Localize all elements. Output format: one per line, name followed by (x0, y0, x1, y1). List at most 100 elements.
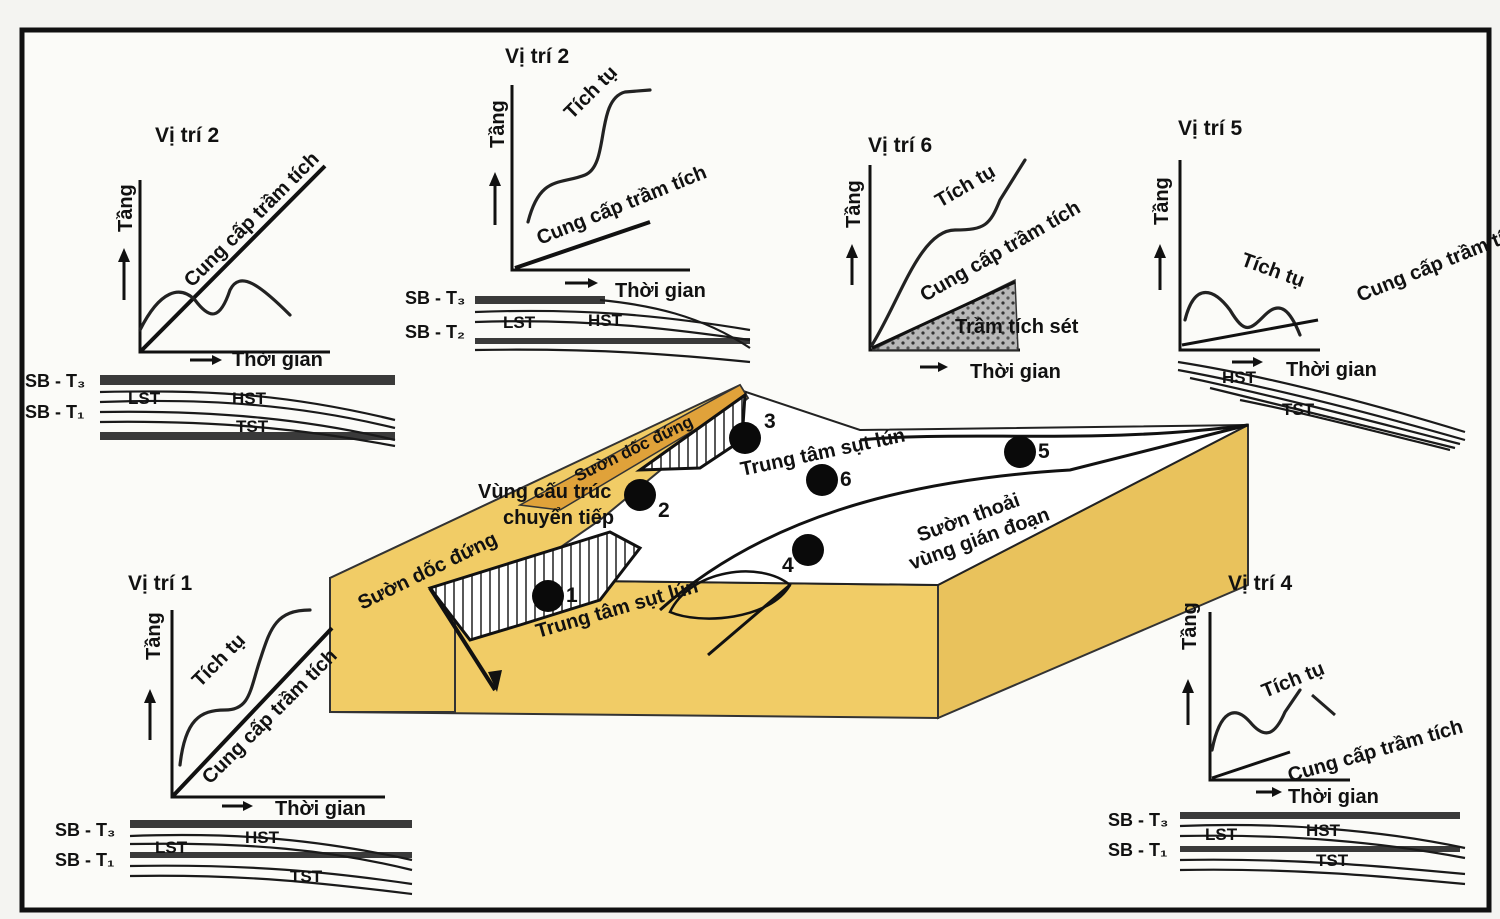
supply-line (138, 164, 327, 354)
stratum-line (474, 309, 751, 332)
accumulation-curve (138, 279, 292, 332)
fault-line-minor (707, 583, 791, 657)
tst-label: TST (1282, 400, 1315, 419)
site-label-3: 3 (764, 410, 776, 433)
stratum-line (599, 298, 751, 349)
panel-title: Vị trí 6 (868, 134, 932, 157)
y-arrow-head (118, 248, 130, 262)
panel-title: Vị trí 2 (505, 45, 569, 68)
lst-label: LST (155, 838, 188, 857)
site-dot-5 (1004, 436, 1036, 468)
stratum-line (1239, 398, 1451, 452)
site-dot-3 (729, 422, 761, 454)
x-axis-label: Thời gian (232, 349, 323, 371)
y-axis-label: Tầng (1179, 602, 1201, 650)
accumulation-curve (1183, 290, 1302, 337)
strata-section: SB - T₃ SB - T₁ LST HST TST (25, 371, 396, 448)
hst-label: HST (1306, 821, 1341, 840)
chart-axes (1208, 612, 1350, 782)
stratum-line (1177, 368, 1466, 442)
sb-band-upper (475, 296, 605, 304)
accumulation-curve (178, 608, 312, 767)
chart-axes (510, 85, 690, 272)
stratum-line (1179, 834, 1466, 860)
site-label-5: 5 (1038, 440, 1050, 463)
clay-label: Trầm tích sét (955, 316, 1079, 338)
y-arrow-head (144, 689, 156, 703)
site-label-1: 1 (566, 584, 578, 607)
panel-title: Vị trí 2 (155, 124, 219, 147)
lst-label: LST (128, 389, 161, 408)
tst-label: TST (1316, 851, 1349, 870)
supply-line (871, 280, 1016, 350)
sb-band-upper (130, 820, 412, 828)
stratum-line (129, 833, 413, 862)
chart-axes (1178, 160, 1320, 352)
sb-band-lower (100, 432, 395, 440)
y-arrow-head (489, 172, 501, 186)
lst-label: LST (503, 313, 536, 332)
y-arrow-head (1182, 679, 1194, 693)
sb-band-lower (1180, 846, 1460, 852)
x-arrow-head (1253, 357, 1263, 367)
stratum-line (1189, 376, 1461, 446)
sb-label-lower: SB - T₁ (1108, 840, 1167, 860)
label-transition-2: chuyển tiếp (503, 507, 614, 529)
basin-block: 1 2 3 4 5 6 Sườn dốc đứng Sườn dốc đứng … (329, 383, 1249, 720)
x-axis-label: Thời gian (970, 361, 1061, 383)
stratum-line (1209, 386, 1456, 450)
stratum-line (1179, 823, 1466, 850)
x-arrow-head (938, 362, 948, 372)
stratum-line (1179, 858, 1466, 876)
sb-label-upper: SB - T₃ (1108, 810, 1168, 830)
sb-band-lower (130, 852, 412, 858)
hst-label: HST (1222, 368, 1257, 387)
y-axis-label: Tầng (843, 180, 865, 228)
stratum-line (129, 842, 413, 872)
fault-wedge-lower (427, 530, 643, 642)
sb-band-upper (1180, 812, 1460, 819)
sb-label-upper: SB - T₃ (25, 371, 85, 391)
site-dot-1 (532, 580, 564, 612)
stratum-line (474, 348, 751, 364)
tst-label: TST (236, 417, 269, 436)
sb-label-upper: SB - T₃ (405, 288, 465, 308)
strata-section: SB - T₃ SB - T₂ LST HST (405, 288, 751, 364)
tst-label: TST (290, 867, 323, 886)
accumulation-curve (1210, 688, 1302, 752)
label-transition-1: Vùng cấu trúc (478, 481, 611, 503)
lst-label: LST (1205, 825, 1238, 844)
site-dot-2 (624, 479, 656, 511)
site-dot-6 (806, 464, 838, 496)
gentle-slope-line (658, 423, 1249, 612)
hst-label: HST (245, 828, 280, 847)
hst-label: HST (588, 311, 623, 330)
supply-line (1211, 750, 1291, 780)
stratum-line (99, 399, 396, 430)
y-axis-label: Tầng (143, 612, 165, 660)
sb-band-upper (100, 375, 395, 385)
y-axis-label: Tầng (1151, 177, 1173, 225)
stratum-line (99, 410, 396, 442)
stratum-line (99, 390, 396, 422)
x-arrow-head (212, 355, 222, 365)
stratum-line (1179, 868, 1466, 886)
sb-label-lower: SB - T₂ (405, 322, 465, 342)
panel-title: Vị trí 5 (1178, 117, 1243, 140)
accum-tail (1311, 693, 1336, 717)
accumulation-curve (526, 88, 652, 224)
strata-section: SB - T₃ SB - T₁ LST HST TST (1108, 810, 1466, 886)
x-arrow-head (243, 801, 253, 811)
supply-line (170, 626, 334, 799)
strata-section: HST TST (1177, 360, 1466, 452)
accumulation-curve (870, 158, 1027, 347)
x-axis-label: Thời gian (275, 798, 366, 820)
y-axis-label: Tầng (115, 184, 137, 232)
sb-label-lower: SB - T₁ (55, 850, 114, 870)
stratum-line (474, 320, 751, 342)
supply-line (1181, 318, 1319, 347)
fault-line (428, 586, 497, 692)
stratum-line (99, 420, 396, 448)
stratum-line (129, 864, 413, 886)
